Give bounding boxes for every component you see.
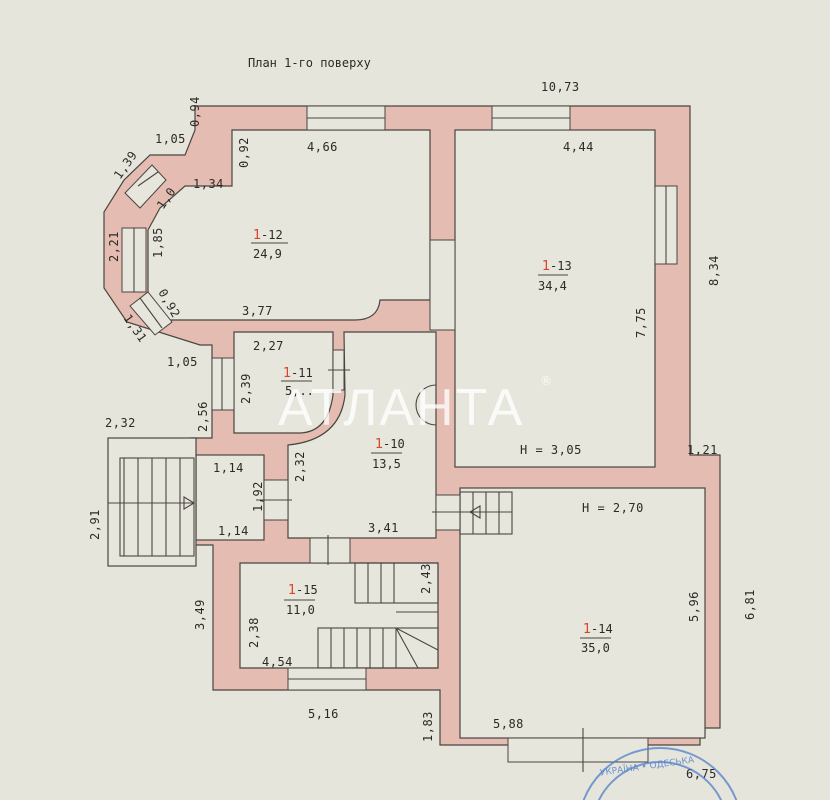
svg-text:7,75: 7,75 bbox=[634, 307, 648, 338]
svg-text:2,38: 2,38 bbox=[247, 617, 261, 648]
plan-title: План 1-го поверху bbox=[248, 56, 371, 70]
svg-text:6,81: 6,81 bbox=[743, 589, 757, 620]
room-1-14 bbox=[459, 487, 706, 739]
svg-text:13,5: 13,5 bbox=[372, 457, 401, 471]
svg-text:34,4: 34,4 bbox=[538, 279, 567, 293]
svg-text:5,16: 5,16 bbox=[308, 707, 339, 721]
room-label-1-10: 1 -10 13,5 bbox=[371, 437, 405, 471]
svg-text:-14: -14 bbox=[591, 622, 613, 636]
svg-text:1,34: 1,34 bbox=[193, 177, 224, 191]
room-label-1-14: 1 -14 35,0 bbox=[580, 622, 613, 655]
svg-text:2,32: 2,32 bbox=[293, 451, 307, 482]
svg-text:3,77: 3,77 bbox=[242, 304, 273, 318]
svg-text:1,14: 1,14 bbox=[213, 461, 244, 475]
svg-text:1,92: 1,92 bbox=[251, 481, 265, 512]
ceiling-height-upper: H = 3,05 bbox=[520, 443, 582, 457]
svg-text:0,92: 0,92 bbox=[237, 137, 251, 168]
svg-text:1: 1 bbox=[253, 228, 261, 243]
room-label-1-11: 1 -11 5,.. bbox=[281, 366, 314, 398]
svg-text:4,66: 4,66 bbox=[307, 140, 338, 154]
svg-text:-12: -12 bbox=[261, 228, 283, 242]
svg-text:2,91: 2,91 bbox=[88, 509, 102, 540]
watermark-atlanta: АТЛАНТА bbox=[278, 379, 524, 437]
room-label-1-13: 1 -13 34,4 bbox=[538, 259, 572, 293]
svg-text:-11: -11 bbox=[291, 366, 313, 380]
svg-text:1,83: 1,83 bbox=[421, 711, 435, 742]
svg-text:1: 1 bbox=[283, 366, 291, 381]
svg-text:1: 1 bbox=[288, 583, 296, 598]
svg-text:1,21: 1,21 bbox=[687, 443, 718, 457]
svg-text:-13: -13 bbox=[550, 259, 572, 273]
svg-text:1,85: 1,85 bbox=[151, 227, 165, 258]
svg-text:-15: -15 bbox=[296, 583, 318, 597]
svg-text:5,88: 5,88 bbox=[493, 717, 524, 731]
svg-text:4,54: 4,54 bbox=[262, 655, 293, 669]
svg-text:2,27: 2,27 bbox=[253, 339, 284, 353]
registered-mark: ® bbox=[540, 374, 552, 388]
stairs-entrance bbox=[108, 457, 196, 557]
stairs-room-14 bbox=[459, 491, 513, 535]
room-1-13 bbox=[454, 129, 656, 468]
stairs-room-15 bbox=[317, 562, 439, 669]
windows bbox=[121, 105, 678, 772]
door-10-15 bbox=[309, 537, 351, 564]
svg-text:1,05: 1,05 bbox=[167, 355, 198, 369]
svg-text:1: 1 bbox=[542, 259, 550, 274]
svg-text:2,43: 2,43 bbox=[419, 563, 433, 594]
svg-text:2,39: 2,39 bbox=[239, 373, 253, 404]
svg-text:4,44: 4,44 bbox=[563, 140, 594, 154]
room-1-15 bbox=[239, 562, 439, 669]
svg-text:2,21: 2,21 bbox=[107, 231, 121, 262]
ceiling-height-lower: H = 2,70 bbox=[582, 501, 644, 515]
svg-text:5,..: 5,.. bbox=[285, 384, 314, 398]
svg-text:10,73: 10,73 bbox=[541, 80, 580, 94]
doors bbox=[256, 239, 462, 565]
svg-text:8,34: 8,34 bbox=[707, 255, 721, 286]
room-label-1-12: 1 -12 24,9 bbox=[251, 228, 288, 261]
svg-text:1: 1 bbox=[375, 437, 383, 452]
svg-text:35,0: 35,0 bbox=[581, 641, 610, 655]
svg-text:0,94: 0,94 bbox=[188, 96, 202, 127]
svg-text:5,96: 5,96 bbox=[687, 591, 701, 622]
svg-text:1,14: 1,14 bbox=[218, 524, 249, 538]
room-1-12 bbox=[147, 129, 431, 321]
room-label-1-15: 1 -15 11,0 bbox=[284, 583, 318, 617]
svg-text:2,32: 2,32 bbox=[105, 416, 136, 430]
svg-text:24,9: 24,9 bbox=[253, 247, 282, 261]
window-room-11 bbox=[211, 357, 235, 411]
room-1-11 bbox=[233, 331, 334, 434]
svg-text:1,05: 1,05 bbox=[155, 132, 186, 146]
opening-12-13 bbox=[429, 239, 456, 331]
window-bay-upper bbox=[124, 164, 167, 209]
svg-text:3,49: 3,49 bbox=[193, 599, 207, 630]
svg-text:11,0: 11,0 bbox=[286, 603, 315, 617]
svg-text:1: 1 bbox=[583, 622, 591, 637]
door-arc-10-13 bbox=[415, 384, 437, 426]
svg-text:2,56: 2,56 bbox=[196, 401, 210, 432]
svg-text:-10: -10 bbox=[383, 437, 405, 451]
window-room-14 bbox=[507, 737, 649, 763]
svg-text:3,41: 3,41 bbox=[368, 521, 399, 535]
